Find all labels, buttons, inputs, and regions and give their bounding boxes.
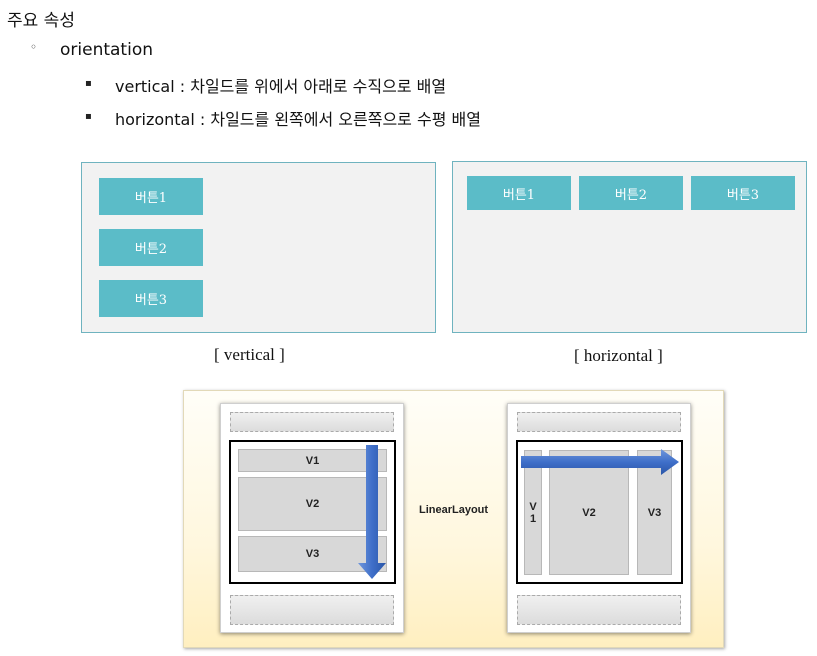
horizontal-description: horizontal : 차일드를 왼쪽에서 오른쪽으로 수평 배열: [115, 110, 481, 129]
vertical-button-3[interactable]: 버튼3: [99, 280, 203, 317]
vertical-caption: [ vertical ]: [214, 345, 285, 364]
horizontal-button-3[interactable]: 버튼3: [691, 176, 795, 210]
placeholder-bar: [230, 412, 394, 432]
horizontal-example-panel: 버튼1 버튼2 버튼3: [452, 161, 807, 333]
vertical-example-panel: 버튼1 버튼2 버튼3: [81, 162, 436, 333]
vertical-button-1[interactable]: 버튼1: [99, 178, 203, 215]
placeholder-bar: [517, 412, 681, 432]
attribute-name: orientation: [60, 40, 153, 60]
view-v1: V 1: [524, 450, 542, 575]
horizontal-layout-frame: V 1 V2 V3: [516, 440, 683, 584]
linearlayout-diagram: V1 V2 V3 LinearLayout V 1 V2 V3: [183, 390, 724, 648]
vertical-phone-mockup: V1 V2 V3: [220, 403, 404, 633]
horizontal-button-2[interactable]: 버튼2: [579, 176, 683, 210]
placeholder-bar: [517, 595, 681, 625]
placeholder-bar: [230, 595, 394, 625]
view-v2: V2: [238, 477, 387, 531]
view-v2: V2: [549, 450, 629, 575]
arrow-right-icon: [521, 449, 679, 475]
bullet-square-icon: ▪: [85, 78, 92, 89]
bullet-square-icon: ▪: [85, 111, 92, 122]
arrow-down-icon: [358, 445, 386, 579]
vertical-layout-frame: V1 V2 V3: [229, 440, 396, 584]
horizontal-caption: [ horizontal ]: [574, 346, 663, 365]
bullet-circle-icon: ◦: [30, 40, 38, 54]
horizontal-button-1[interactable]: 버튼1: [467, 176, 571, 210]
section-heading: 주요 속성: [7, 11, 75, 31]
vertical-description: vertical : 차일드를 위에서 아래로 수직으로 배열: [115, 77, 447, 96]
view-v1: V1: [238, 449, 387, 472]
linearlayout-label: LinearLayout: [419, 504, 489, 516]
horizontal-phone-mockup: V 1 V2 V3: [507, 403, 691, 633]
vertical-button-2[interactable]: 버튼2: [99, 229, 203, 266]
